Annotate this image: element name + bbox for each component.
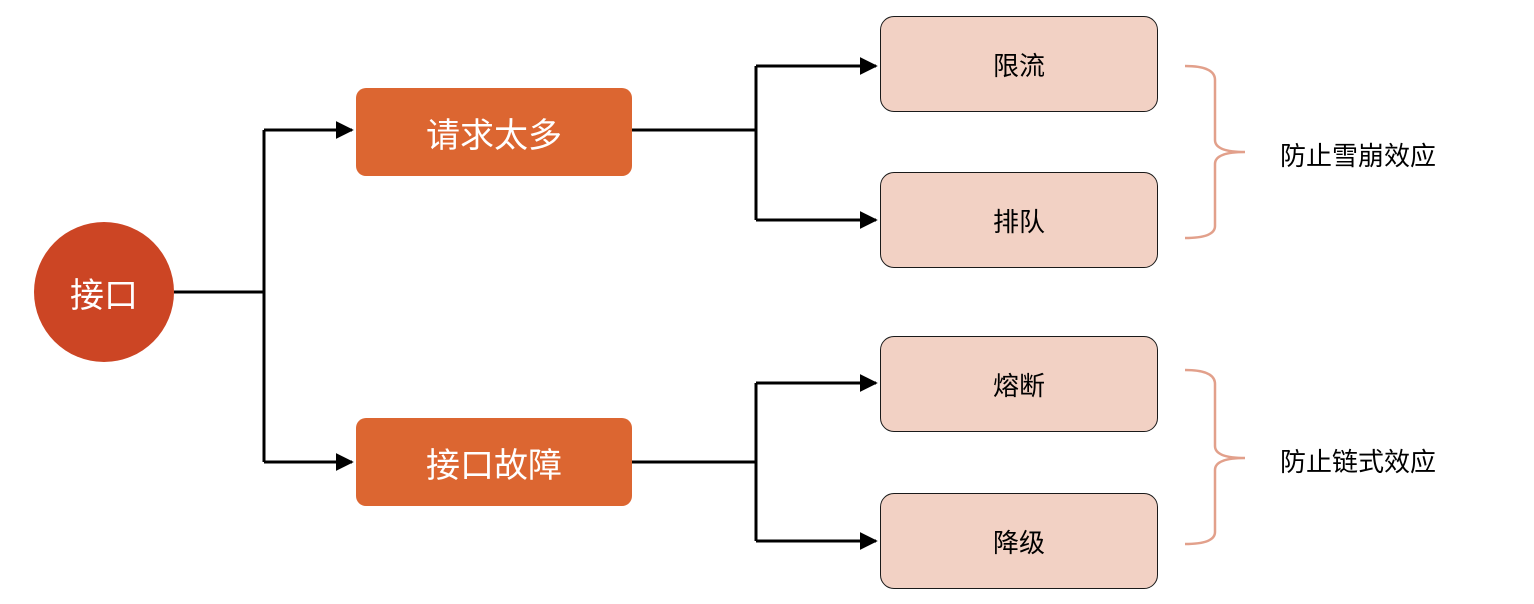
branch-node-2: 接口故障 [356,418,632,506]
leaf-node-3-label: 熔断 [992,371,1045,402]
leaf-node-1-label: 限流 [992,51,1045,82]
note-2: 防止链式效应 [1280,448,1437,478]
root-node: 接口 [34,222,174,362]
branch-node-1: 请求太多 [356,88,632,176]
leaf-node-1: 限流 [880,16,1158,112]
branch-node-1-label: 请求太多 [426,115,562,156]
right-brace-1 [1184,64,1246,240]
leaf-node-4: 降级 [880,493,1158,589]
leaf-node-3: 熔断 [880,336,1158,432]
root-node-label: 接口 [70,275,138,316]
branch-node-2-label: 接口故障 [426,445,562,486]
right-brace-2 [1184,368,1246,546]
leaf-node-4-label: 降级 [992,528,1045,559]
note-1: 防止雪崩效应 [1280,142,1437,172]
leaf-node-2-label: 排队 [992,207,1045,238]
leaf-node-2: 排队 [880,172,1158,268]
